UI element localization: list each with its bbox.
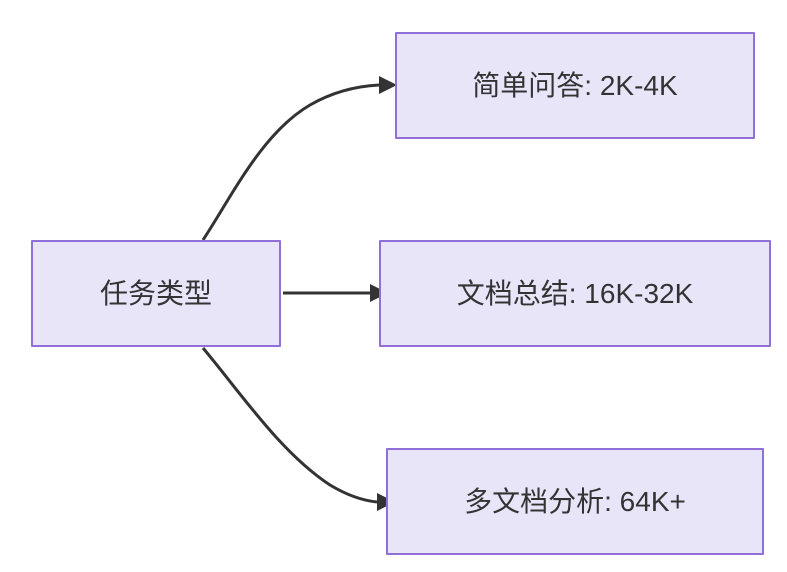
node-task-type[interactable]: 任务类型 [31,240,281,347]
arrow-head-icon [379,76,397,94]
node-doc-summary[interactable]: 文档总结: 16K-32K [379,240,771,347]
edge-task-type-to-multi-doc-analysis [201,347,395,511]
node-task-type-label: 任务类型 [99,277,212,309]
edge-task-type-to-doc-summary [283,284,388,302]
node-simple-qa[interactable]: 简单问答: 2K-4K [395,32,755,139]
edge-task-type-to-simple-qa [201,76,397,241]
node-multi-doc-analysis[interactable]: 多文档分析: 64K+ [386,448,764,555]
node-multi-doc-analysis-label: 多文档分析: 64K+ [464,485,686,517]
node-doc-summary-label: 文档总结: 16K-32K [456,277,694,309]
node-simple-qa-label: 简单问答: 2K-4K [472,69,678,101]
